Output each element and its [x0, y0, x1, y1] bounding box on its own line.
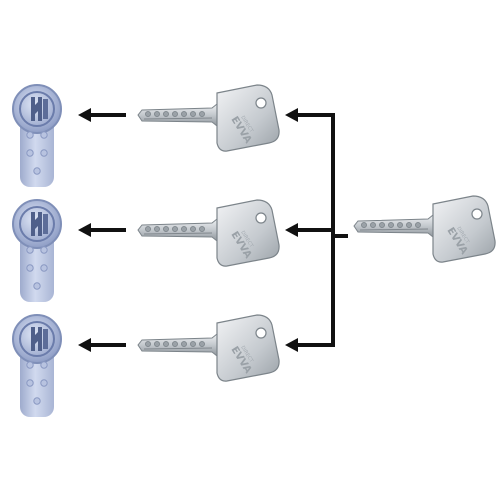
- pin-dot: [33, 167, 41, 175]
- key-groove: [143, 232, 213, 235]
- pin-dot: [33, 282, 41, 290]
- key-dimple: [163, 341, 169, 347]
- keyway-icon: [31, 97, 42, 121]
- cylinder-plug-ring: [19, 91, 55, 127]
- arrow-left-icon: [78, 108, 126, 122]
- key-groove: [359, 228, 429, 231]
- key-dimple: [199, 226, 205, 232]
- arrow-left-icon: [78, 338, 126, 352]
- lock-cylinder-icon: [12, 314, 62, 417]
- key-dimple: [361, 222, 367, 228]
- key-dimple: [199, 341, 205, 347]
- key-dimple: [181, 111, 187, 117]
- pin-dot: [40, 149, 48, 157]
- key-ring-hole: [255, 97, 267, 109]
- arrow-head: [285, 223, 298, 237]
- key-dimple: [181, 341, 187, 347]
- key-dimple: [190, 341, 196, 347]
- pin-dot: [26, 379, 34, 387]
- cylinder-plug-ring: [19, 206, 55, 242]
- pin-dot: [40, 264, 48, 272]
- pin-dot: [26, 361, 34, 369]
- key-dimple: [199, 111, 205, 117]
- key-ring-hole: [255, 327, 267, 339]
- distribution-bracket: [285, 108, 348, 352]
- keyway-slot: [43, 329, 48, 349]
- key-dimple: [190, 226, 196, 232]
- key-dimple: [154, 341, 160, 347]
- keyway-icon: [31, 212, 42, 236]
- key-dimple: [154, 226, 160, 232]
- key-ring-hole: [471, 208, 483, 220]
- key-dimple: [388, 222, 394, 228]
- key-groove: [143, 117, 213, 120]
- key-dimple: [406, 222, 412, 228]
- key-dimple: [397, 222, 403, 228]
- pin-dot: [26, 246, 34, 254]
- pin-dot: [40, 131, 48, 139]
- pin-dot: [26, 131, 34, 139]
- keyway-slot: [43, 214, 48, 234]
- key-dimple: [181, 226, 187, 232]
- key-dimple: [172, 111, 178, 117]
- arrow-head: [285, 108, 298, 122]
- cylinder-plug-ring: [19, 321, 55, 357]
- pin-dot: [40, 379, 48, 387]
- key-dimple: [145, 341, 151, 347]
- arrow-head: [78, 108, 91, 122]
- arrow-head: [78, 223, 91, 237]
- key-dimple: [172, 226, 178, 232]
- key-dimple: [154, 111, 160, 117]
- key-dimple: [145, 111, 151, 117]
- key-dimple: [163, 111, 169, 117]
- key-dimple: [163, 226, 169, 232]
- key-ring-hole: [255, 212, 267, 224]
- arrow-head: [78, 338, 91, 352]
- key-dimple: [145, 226, 151, 232]
- key-dimple: [415, 222, 421, 228]
- key-dimple: [379, 222, 385, 228]
- keyway-icon: [31, 327, 42, 351]
- arrow-head: [285, 338, 298, 352]
- pin-dot: [40, 361, 48, 369]
- key-dimple: [190, 111, 196, 117]
- key-dimple: [172, 341, 178, 347]
- keyway-slot: [43, 99, 48, 119]
- lock-cylinder-icon: [12, 199, 62, 302]
- pin-dot: [26, 149, 34, 157]
- pin-dot: [26, 264, 34, 272]
- pin-dot: [33, 397, 41, 405]
- lock-cylinder-icon: [12, 84, 62, 187]
- arrow-left-icon: [78, 223, 126, 237]
- key-groove: [143, 347, 213, 350]
- key-dimple: [370, 222, 376, 228]
- pin-dot: [40, 246, 48, 254]
